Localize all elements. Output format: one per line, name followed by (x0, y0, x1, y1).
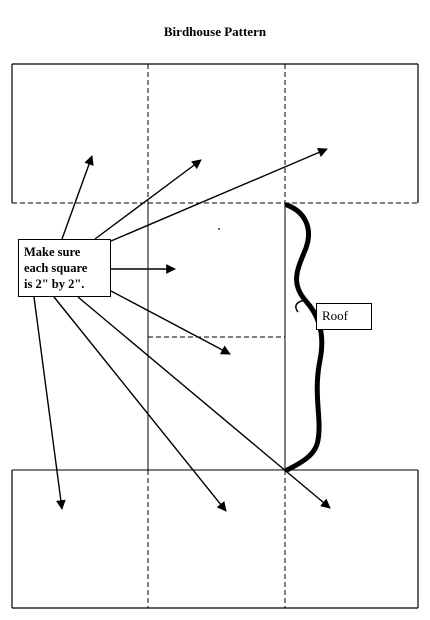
roof-brace-tip (295, 299, 306, 313)
size-instruction-callout: Make sure each square is 2" by 2". (18, 239, 111, 297)
bottom-panel (11, 469, 419, 609)
callout-line-1: Make sure (24, 245, 81, 259)
arrow-top-middle-square (94, 159, 202, 240)
middle-section (147, 203, 286, 470)
stray-dot (218, 228, 220, 230)
callout-line-3: is 2" by 2". (24, 277, 85, 291)
roof-label: Roof (316, 303, 372, 330)
callout-line-2: each square (24, 261, 88, 275)
top-panel (11, 63, 419, 204)
callout-arrows (33, 147, 331, 512)
pattern-title: Birdhouse Pattern (163, 24, 267, 39)
arrow-middle-lower-square (110, 290, 231, 355)
roof-brace (284, 202, 325, 473)
arrow-top-right-square (110, 147, 328, 242)
arrow-bottom-middle-square (53, 296, 227, 512)
arrow-bottom-left-square (33, 296, 66, 510)
arrow-top-left-square (61, 155, 94, 240)
arrow-bottom-right-square (77, 296, 331, 509)
